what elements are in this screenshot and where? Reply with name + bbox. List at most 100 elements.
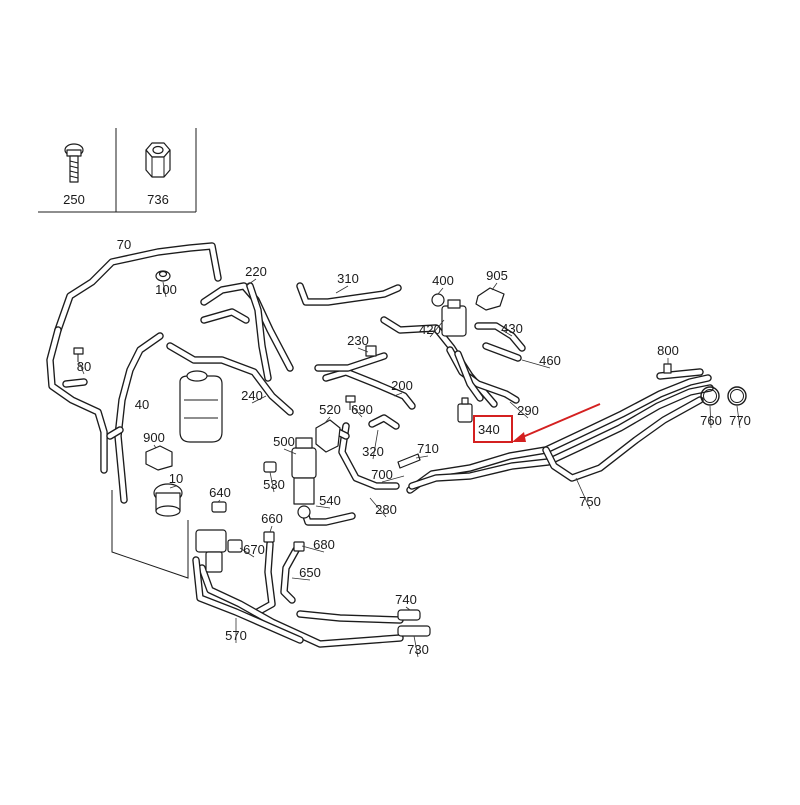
pipe-220-b (246, 282, 272, 382)
callout-label-280: 280 (375, 502, 397, 517)
callout-label-690: 690 (351, 402, 373, 417)
leader-310 (335, 285, 349, 294)
pipe-70-top (54, 242, 222, 334)
clip-905 (475, 287, 505, 311)
callout-label-905: 905 (486, 268, 508, 283)
pipe-730 (296, 610, 404, 624)
leader-740 (405, 606, 411, 611)
leader-10 (169, 485, 177, 489)
leader-750 (575, 477, 591, 510)
callout-label-100: 100 (155, 282, 177, 297)
leader-530 (269, 471, 275, 493)
pipe-670 (250, 540, 276, 618)
fastener-label-736: 736 (147, 192, 169, 207)
callout-label-220: 220 (245, 264, 267, 279)
callout-label-430: 430 (501, 321, 523, 336)
callout-label-770: 770 (729, 413, 751, 428)
leader-240 (251, 395, 267, 404)
leader-730 (413, 635, 419, 658)
callout-leaders (78, 278, 741, 658)
seal-770 (727, 386, 747, 406)
leader-320 (372, 429, 379, 460)
heater-core-outline (111, 490, 189, 579)
leader-700 (381, 475, 405, 483)
callout-label-460: 460 (539, 353, 561, 368)
hose-end-740 (397, 609, 421, 621)
callout-label-200: 200 (391, 378, 413, 393)
callout-label-70: 70 (117, 237, 131, 252)
leader-540 (315, 505, 331, 509)
fastener-table: 250 736 (38, 128, 197, 213)
valve-block (431, 293, 467, 337)
pipe-800 (656, 368, 704, 380)
callout-label-80: 80 (77, 359, 91, 374)
pipe-650 (280, 546, 300, 604)
leader-500 (283, 448, 297, 455)
leader-460 (521, 359, 551, 369)
callout-label-700: 700 (371, 467, 393, 482)
pipe-310 (296, 282, 402, 306)
callout-label-640: 640 (209, 485, 231, 500)
leader-660 (269, 525, 273, 533)
leader-230 (357, 347, 369, 353)
leader-520 (323, 416, 331, 425)
callout-label-740: 740 (395, 592, 417, 607)
pipe-240-b (200, 308, 250, 324)
callout-label-340: 340 (478, 422, 500, 437)
callout-label-310: 310 (337, 271, 359, 286)
pipe-570 (198, 564, 404, 648)
pipe-750-a (406, 374, 712, 494)
screw-icon (64, 143, 84, 183)
callout-label-570: 570 (225, 628, 247, 643)
pipe-750-c (542, 396, 704, 482)
leader-640 (217, 499, 221, 503)
callout-label-500: 500 (273, 434, 295, 449)
bolt-690 (345, 395, 356, 410)
pipe-70-left (46, 326, 108, 474)
leader-760 (709, 405, 712, 429)
pipe-290 (446, 346, 520, 404)
valve-500 (291, 437, 317, 519)
callout-label-760: 760 (700, 413, 722, 428)
callout-label-420: 420 (419, 322, 441, 337)
callout-label-320: 320 (362, 444, 384, 459)
leader-220 (245, 278, 257, 287)
fastener-label-250: 250 (63, 192, 85, 207)
leader-200 (393, 392, 403, 397)
pipe-320 (368, 414, 400, 430)
part-800 (663, 363, 672, 374)
leader-420 (429, 319, 445, 338)
pipe-230 (314, 352, 388, 372)
callout-label-400: 400 (432, 273, 454, 288)
valve-340 (457, 397, 473, 423)
callout-label-670: 670 (243, 542, 265, 557)
highlight-arrow (517, 403, 601, 440)
nut-icon (145, 142, 171, 178)
clip-710 (397, 453, 421, 469)
leader-670 (239, 547, 255, 558)
pipe-200 (322, 368, 416, 410)
leader-905 (491, 282, 498, 291)
leader-280 (369, 497, 387, 518)
pipe-70-branch (62, 378, 88, 388)
manifold-570 (195, 529, 243, 573)
leader-80 (78, 361, 85, 375)
seal-760 (700, 386, 720, 406)
leader-770 (736, 405, 741, 429)
connector-530 (263, 461, 277, 473)
callout-label-730: 730 (407, 642, 429, 657)
clip-660 (263, 531, 275, 543)
pipe-280 (338, 422, 400, 490)
hose-end-730 (397, 625, 431, 637)
leader-400 (437, 287, 444, 295)
leader-680 (301, 545, 325, 553)
callout-label-40: 40 (135, 397, 149, 412)
bracket-520 (315, 419, 341, 453)
pipe-540 (300, 506, 356, 526)
leader-290 (509, 401, 529, 419)
callout-label-650: 650 (299, 565, 321, 580)
leader-690 (351, 405, 363, 418)
